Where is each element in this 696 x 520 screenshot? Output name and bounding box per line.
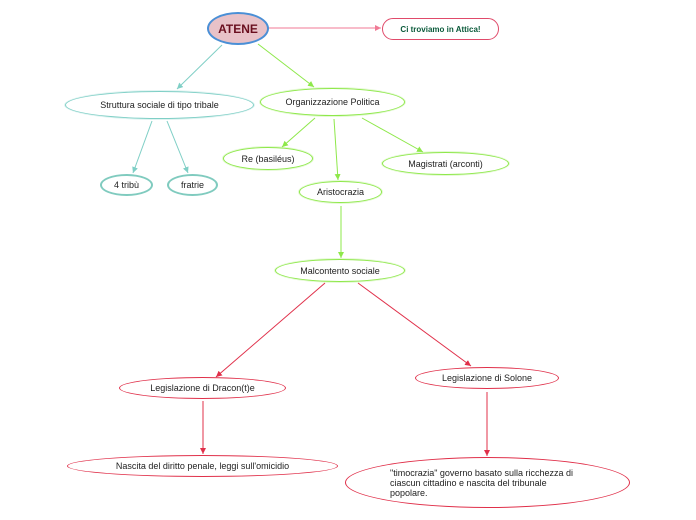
node-re-basileus-label: Re (basiléus) bbox=[241, 153, 295, 164]
node-struttura-sociale[interactable]: Struttura sociale di tipo tribale bbox=[65, 91, 254, 119]
node-legislazione-dracone[interactable]: Legislazione di Dracon(t)e bbox=[119, 377, 286, 399]
node-4-tribu[interactable]: 4 tribù bbox=[100, 174, 153, 196]
node-legislazione-dracone-label: Legislazione di Dracon(t)e bbox=[150, 383, 255, 393]
link-struttura-tribu bbox=[132, 120, 153, 174]
node-legislazione-solone[interactable]: Legislazione di Solone bbox=[415, 367, 559, 389]
node-attica-label: Ci troviamo in Attica! bbox=[400, 24, 481, 34]
link-organizzazione-magistrati bbox=[361, 117, 424, 153]
node-malcontento-sociale[interactable]: Malcontento sociale bbox=[275, 259, 405, 282]
link-atene-struttura bbox=[176, 44, 223, 90]
node-timocrazia-line-3: popolare. bbox=[390, 487, 428, 498]
node-timocrazia[interactable]: "timocrazia" governo basato sulla ricche… bbox=[345, 457, 630, 508]
node-nascita-diritto-penale-label: Nascita del diritto penale, leggi sull'o… bbox=[115, 461, 290, 471]
node-4-tribu-label: 4 tribù bbox=[113, 180, 139, 190]
node-aristocrazia[interactable]: Aristocrazia bbox=[299, 181, 382, 203]
node-atene[interactable]: ATENE bbox=[207, 12, 269, 45]
node-timocrazia-text: "timocrazia" governo basato sulla ricche… bbox=[390, 468, 573, 498]
node-magistrati[interactable]: Magistrati (arconti) bbox=[382, 152, 509, 175]
node-nascita-diritto-penale[interactable]: Nascita del diritto penale, leggi sull'o… bbox=[67, 455, 338, 477]
node-organizzazione-politica-label: Organizzazione Politica bbox=[285, 97, 380, 107]
node-struttura-sociale-label: Struttura sociale di tipo tribale bbox=[100, 100, 219, 110]
node-fratrie[interactable]: fratrie bbox=[167, 174, 218, 196]
link-organizzazione-aristocrazia bbox=[333, 118, 341, 181]
node-legislazione-solone-label: Legislazione di Solone bbox=[441, 373, 533, 383]
link-malcontento-dracon bbox=[215, 282, 326, 378]
node-re-basileus[interactable]: Re (basiléus) bbox=[223, 147, 313, 170]
node-timocrazia-line-2: ciascun cittadino e nascita del tribunal… bbox=[390, 477, 547, 488]
node-attica[interactable]: Ci troviamo in Attica! bbox=[382, 18, 499, 40]
link-malcontento-solone bbox=[357, 282, 472, 367]
node-malcontento-sociale-label: Malcontento sociale bbox=[300, 265, 380, 276]
link-struttura-fratrie bbox=[166, 120, 189, 174]
node-fratrie-label: fratrie bbox=[180, 180, 204, 190]
node-organizzazione-politica[interactable]: Organizzazione Politica bbox=[260, 88, 405, 116]
node-atene-label: ATENE bbox=[218, 21, 258, 36]
link-organizzazione-re bbox=[281, 117, 316, 148]
node-aristocrazia-label: Aristocrazia bbox=[316, 187, 364, 197]
link-atene-organizzazione bbox=[257, 43, 315, 88]
node-magistrati-label: Magistrati (arconti) bbox=[408, 158, 483, 169]
node-timocrazia-line-1: "timocrazia" governo basato sulla ricche… bbox=[390, 467, 573, 478]
